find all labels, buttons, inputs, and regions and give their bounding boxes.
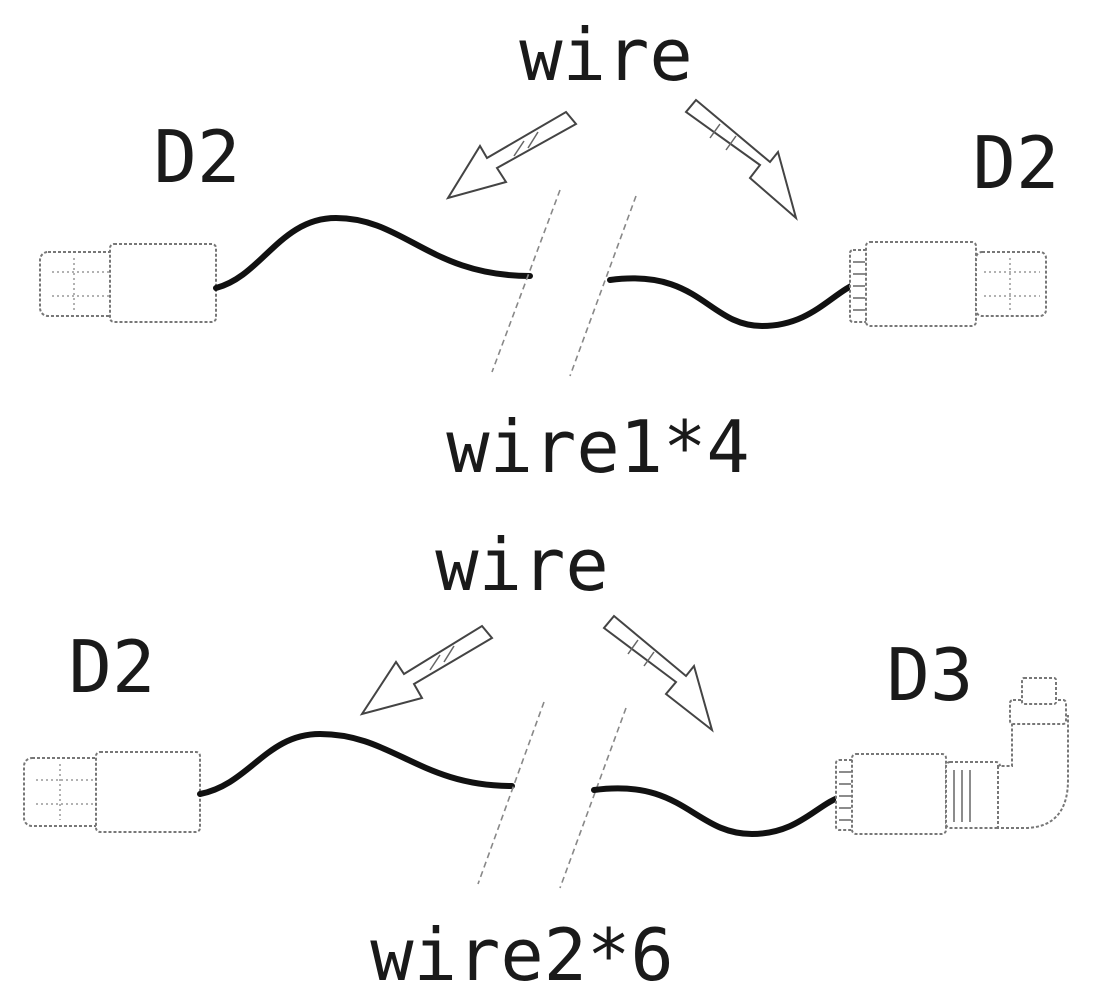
arrow-right-icon [684,98,798,221]
cable-segment-left [197,730,515,797]
diagram-wire1: wire D2 D2 wire1*4 [39,13,1060,489]
left-d2-connector [39,243,217,323]
left-d2-connector [23,751,201,833]
cable-segment-left [213,214,533,291]
cable-break-mark [477,701,627,889]
right-connector-label: D3 [887,633,974,717]
diagram-wire2: wire D2 D3 wire2*6 [23,523,1069,997]
cable-break-mark [491,189,637,377]
arrow-left-icon [359,624,494,716]
right-connector-label: D2 [973,121,1060,205]
wire-caption: wire1*4 [446,405,749,489]
wire-caption: wire2*6 [370,913,673,997]
right-d3-elbow-connector [835,677,1069,835]
cable-segment-right [591,785,847,838]
wire-pointer-label: wire [435,523,608,607]
wire-pointer-label: wire [519,13,692,97]
arrow-right-icon [602,614,714,733]
left-connector-label: D2 [154,115,241,199]
cable-segment-right [607,275,863,330]
right-d2-connector [849,241,1047,327]
left-connector-label: D2 [69,625,156,709]
arrow-left-icon [445,110,578,200]
